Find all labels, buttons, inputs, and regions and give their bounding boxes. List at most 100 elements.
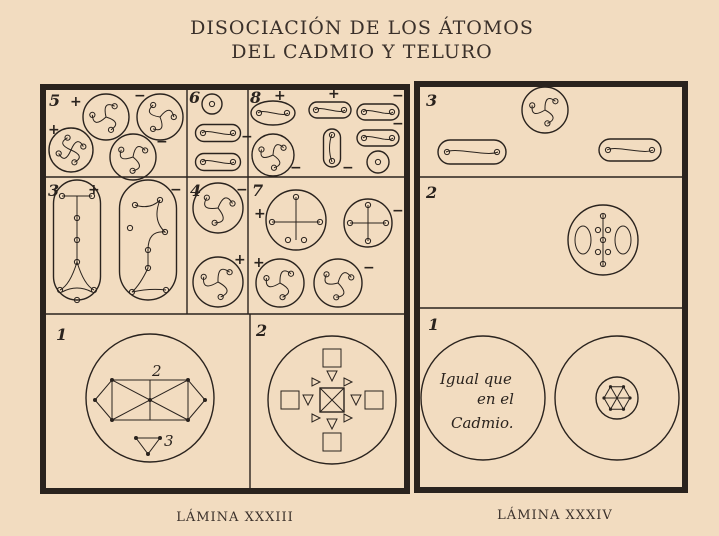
atom-circle <box>201 93 223 115</box>
sign: + <box>274 88 286 104</box>
sign: + <box>48 122 60 138</box>
funnel-lobe <box>544 109 554 124</box>
atom-capsule <box>356 103 400 121</box>
heart-node <box>90 286 98 294</box>
panel-number: 2 <box>425 183 437 202</box>
bar-link <box>314 108 346 112</box>
atom-dot <box>93 398 97 402</box>
cross-link <box>350 205 386 241</box>
tetrahedron-arrow <box>322 432 342 452</box>
bar-link <box>201 131 235 135</box>
funnel-lobe <box>544 98 556 111</box>
heart-node <box>544 120 551 127</box>
funnel-lobe <box>91 114 107 123</box>
bar-link <box>362 136 394 140</box>
chain-link <box>131 199 167 293</box>
sign: − <box>236 182 248 198</box>
heart-node <box>126 224 134 232</box>
tetrahedron-arrow <box>322 348 342 368</box>
plate-frame <box>414 81 688 493</box>
small-triangle <box>326 370 338 383</box>
bond-line <box>610 397 618 410</box>
heart-node <box>348 274 355 281</box>
atom-circle <box>366 150 390 174</box>
title-line-1: DISOCIACIÓN DE LOS ÁTOMOS <box>190 16 534 39</box>
panel-number: 8 <box>249 88 261 107</box>
heart-node <box>328 157 336 165</box>
panel-number: 2 <box>255 321 267 340</box>
heart-node <box>312 106 320 114</box>
atom-circle <box>82 93 130 141</box>
heart-node <box>150 101 157 109</box>
atom-circle <box>267 335 397 465</box>
funnel-lobe <box>272 144 284 156</box>
heart-node <box>88 192 96 200</box>
heart-node <box>203 194 210 201</box>
heart-node <box>229 158 237 166</box>
heart-node <box>388 134 396 142</box>
plate-caption: LÁMINA XXXIII <box>176 509 294 525</box>
heart-node <box>226 269 233 276</box>
atom-dot <box>621 385 626 389</box>
plate-caption: LÁMINA XXXIV <box>497 507 613 523</box>
sign: − <box>392 88 404 104</box>
atom-capsule <box>194 152 242 172</box>
atom-capsule <box>356 129 400 147</box>
heart-node <box>280 144 287 151</box>
funnel-lobe <box>105 116 117 131</box>
bar-link <box>606 148 654 152</box>
heart-node <box>217 293 224 301</box>
atom-capsule <box>598 138 662 162</box>
atom-capsule <box>322 128 342 168</box>
heart-node <box>208 100 216 108</box>
funnel-lobe <box>148 104 161 118</box>
heart-node <box>162 286 170 294</box>
heart-node <box>199 129 207 137</box>
heart-node <box>58 192 66 200</box>
funnel-lobe <box>260 149 274 159</box>
title-line-2: DEL CADMIO Y TELURO <box>231 41 492 63</box>
heart-node <box>73 296 81 304</box>
bond-line <box>616 386 624 399</box>
heart-node <box>279 294 286 301</box>
heart-node <box>364 201 372 209</box>
heart-node <box>144 246 152 254</box>
atom-dot <box>134 436 138 440</box>
sign: + <box>328 86 340 102</box>
heart-node <box>648 146 656 154</box>
heart-node <box>270 164 278 171</box>
heart-node <box>287 270 295 277</box>
bar-link <box>329 133 333 163</box>
heart-node <box>594 248 602 256</box>
heart-node <box>142 147 149 154</box>
side-lobe <box>574 225 592 255</box>
chain-link <box>59 195 95 293</box>
sign: + <box>253 255 265 271</box>
atom-circle <box>192 256 244 308</box>
heart-node <box>599 260 607 268</box>
sign: − <box>134 88 146 104</box>
heart-node <box>118 146 125 153</box>
bond-lines <box>319 387 345 413</box>
atom-dot <box>608 385 613 389</box>
plate-xxxiii: 5 + − + − 6 − 8 + + − − − − 3 + − 4 − + … <box>40 84 410 525</box>
panel-number: 4 <box>190 181 201 200</box>
heart-node <box>374 158 382 166</box>
sign: + <box>70 94 82 110</box>
sign: − <box>392 203 404 219</box>
funnel-lobe <box>70 149 80 163</box>
atom-circle <box>255 258 305 308</box>
small-triangle <box>311 377 322 387</box>
triangle-group <box>135 437 161 455</box>
sign: − <box>342 160 354 176</box>
atom-dot <box>148 398 152 402</box>
heart-node <box>156 196 164 204</box>
heart-node <box>229 129 237 137</box>
heart-node <box>594 226 602 234</box>
heart-node <box>364 237 372 245</box>
heart-node <box>73 258 81 266</box>
heart-node <box>316 218 324 226</box>
panel-number: 1 <box>56 325 67 344</box>
funnel-lobe <box>119 149 134 160</box>
heart-node <box>80 143 87 150</box>
